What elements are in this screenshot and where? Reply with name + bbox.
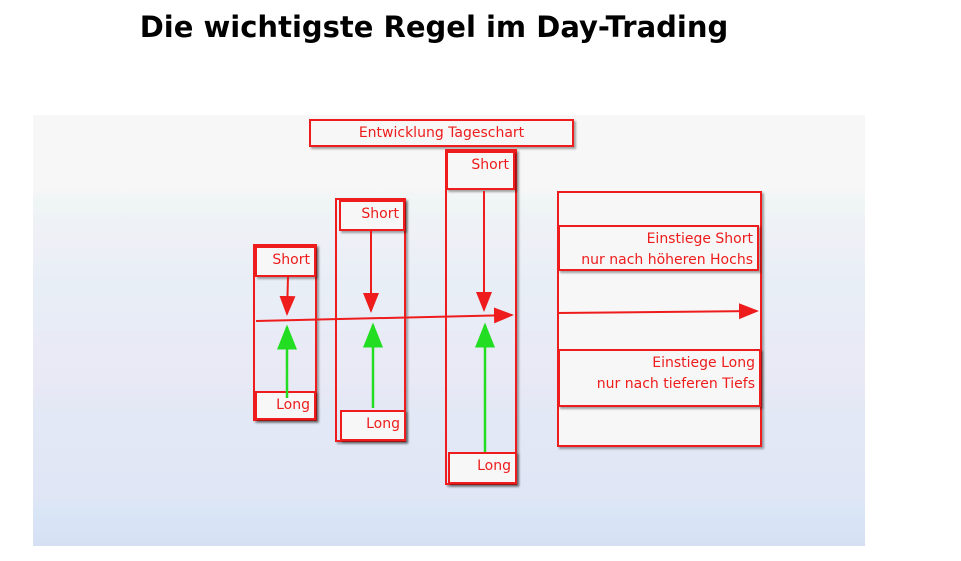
- column-2-short-box: Short: [339, 200, 405, 231]
- trend-arrow: [255, 307, 514, 324]
- long-label: Long: [276, 397, 310, 413]
- legend-trend-arrow: [556, 303, 759, 320]
- page-title: Die wichtigste Regel im Day-Trading: [139, 10, 729, 44]
- legend-short-line1: Einstiege Short: [646, 231, 753, 247]
- long-label: Long: [477, 458, 511, 474]
- column-1-frame: [253, 244, 317, 421]
- header-label: Entwicklung Tageschart: [358, 125, 525, 141]
- column-2-long-box: Long: [340, 410, 406, 441]
- long-label: Long: [366, 416, 400, 432]
- legend-short-line2: nur nach höheren Hochs: [581, 252, 753, 268]
- short-label: Short: [471, 157, 509, 173]
- column-1-long-box: Long: [255, 391, 316, 420]
- legend-long-box: Einstiege Long nur nach tieferen Tiefs: [558, 349, 761, 407]
- header-box: Entwicklung Tageschart: [309, 119, 574, 147]
- legend-short-box: Einstiege Short nur nach höheren Hochs: [558, 225, 759, 271]
- column-1-short-box: Short: [255, 246, 316, 277]
- column-3-long-box: Long: [448, 452, 517, 484]
- short-arrow-down: [279, 276, 296, 316]
- short-label: Short: [272, 252, 310, 268]
- column-3-short-box: Short: [446, 151, 515, 190]
- legend-long-line1: Einstiege Long: [652, 355, 755, 371]
- legend-long-line2: nur nach tieferen Tiefs: [596, 376, 755, 392]
- short-label: Short: [361, 206, 399, 222]
